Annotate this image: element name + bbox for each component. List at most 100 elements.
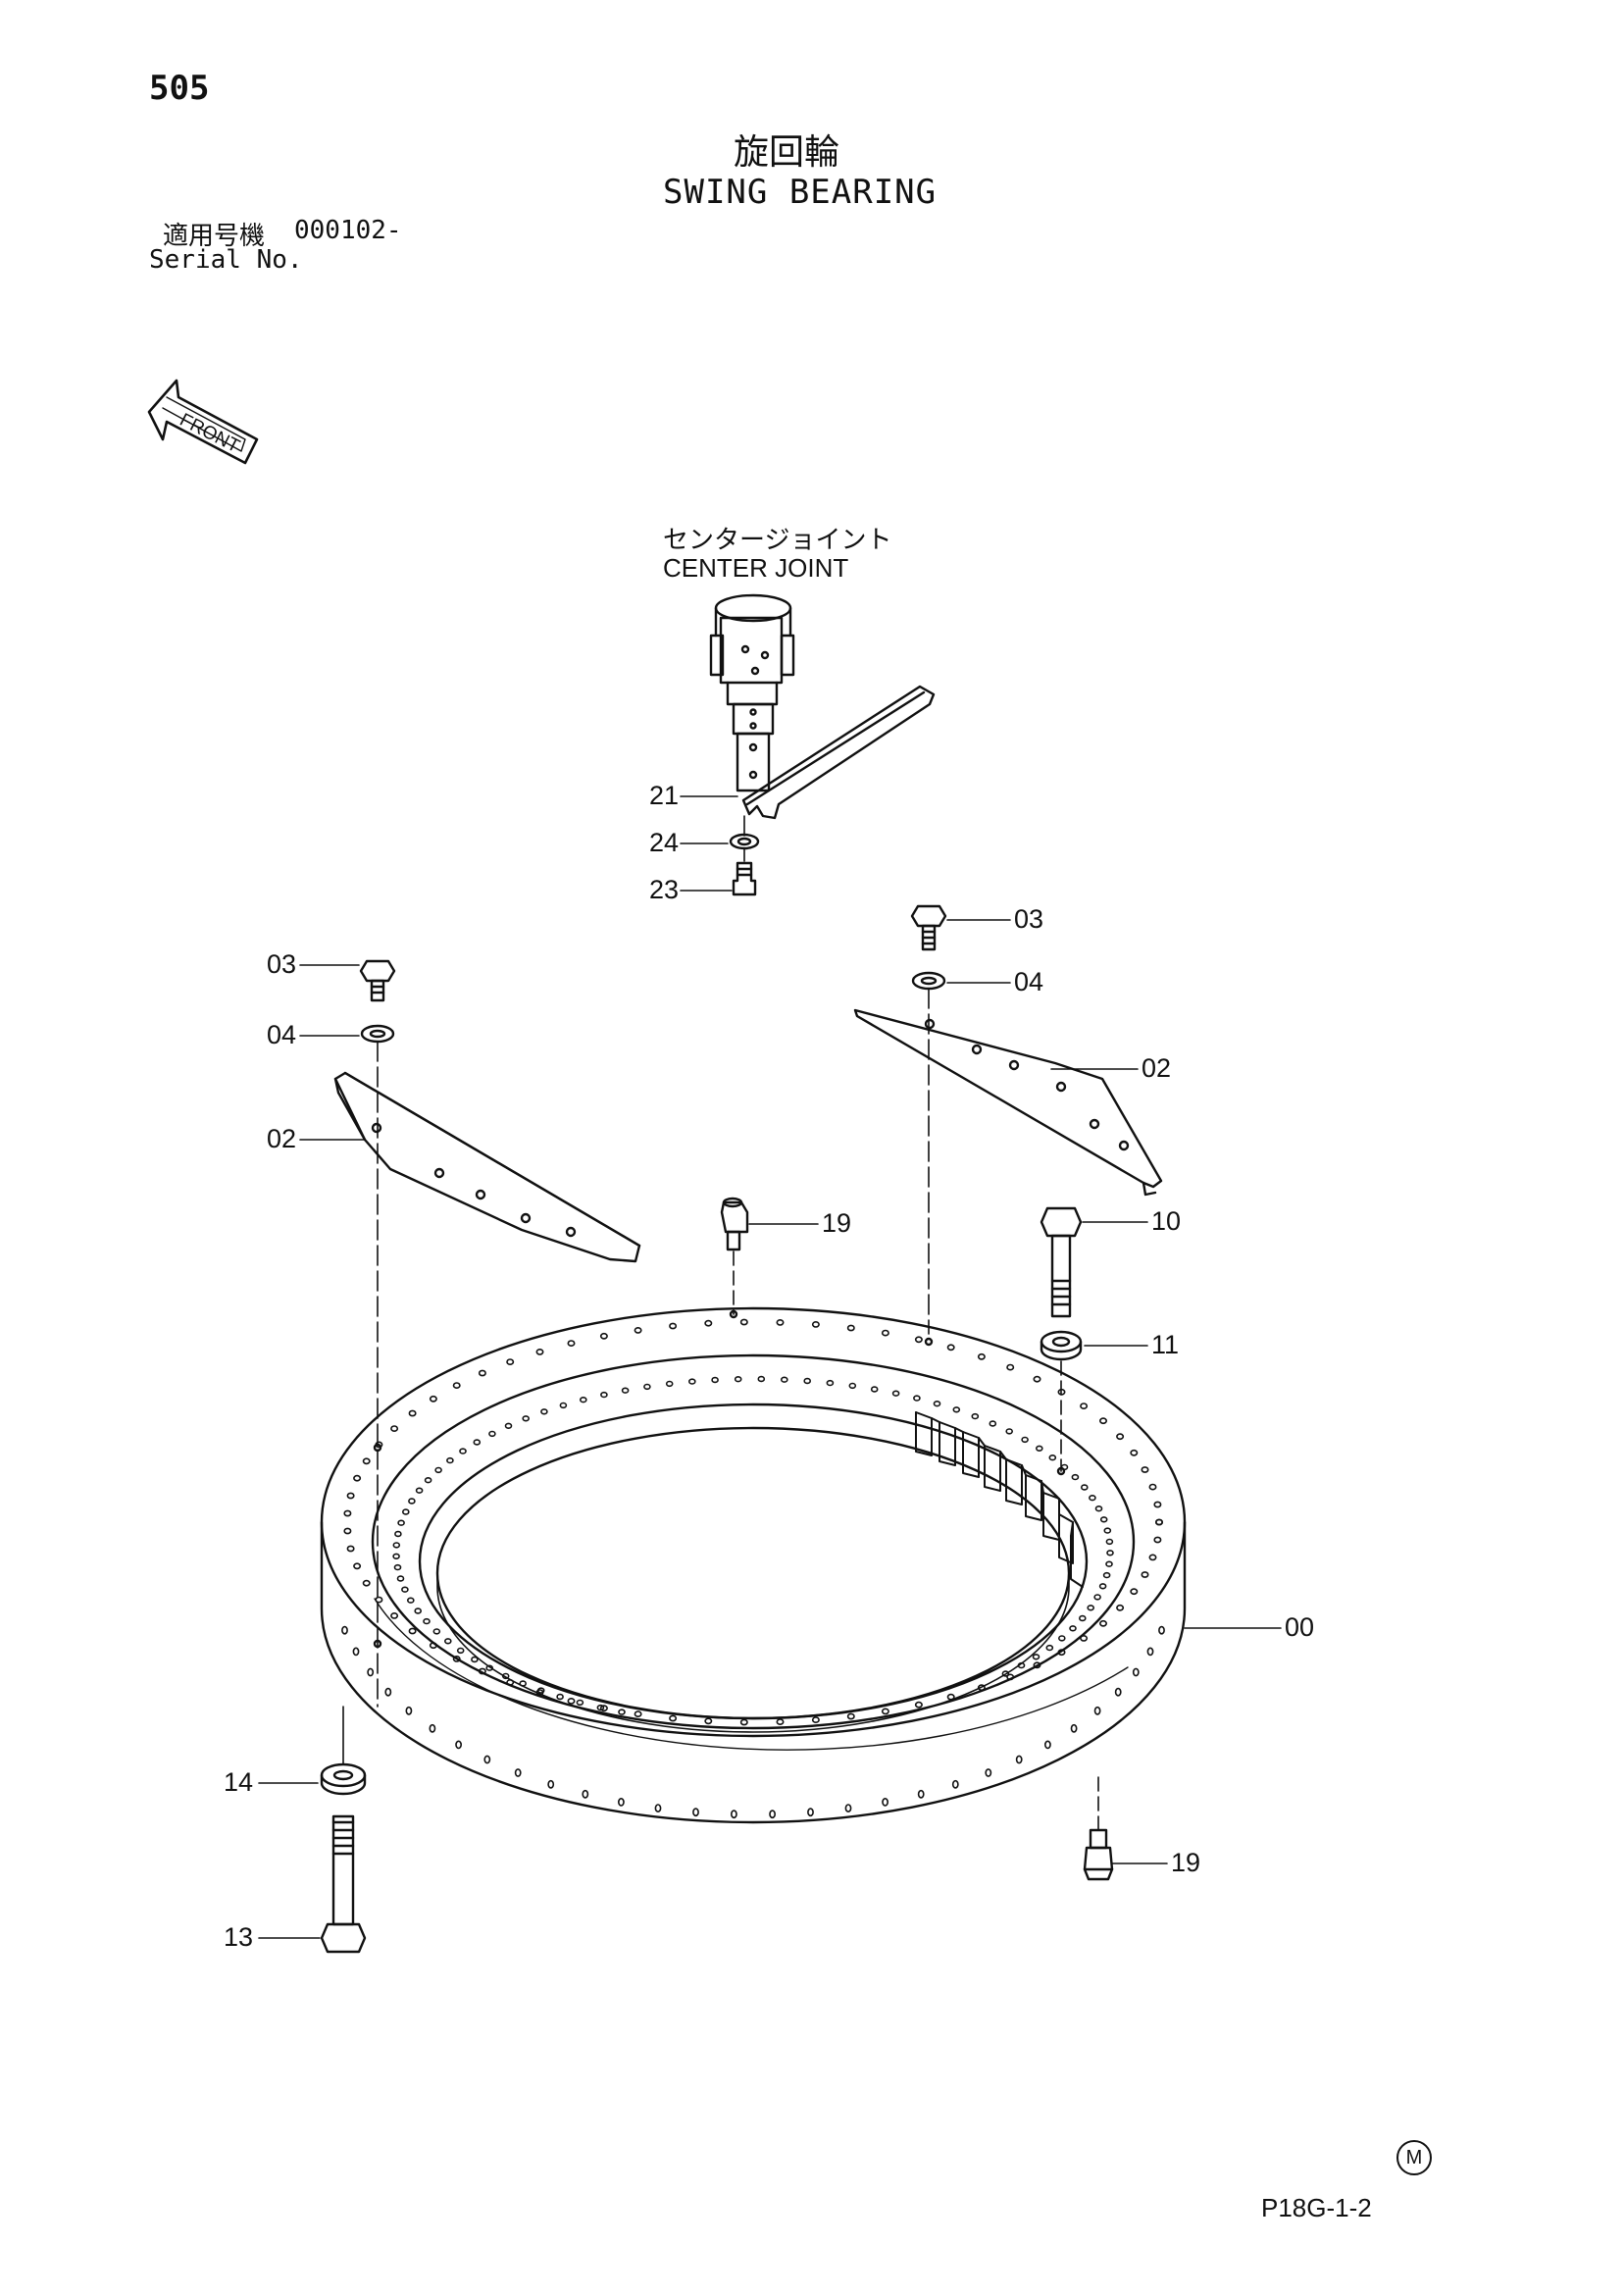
outer-hole	[390, 1425, 399, 1432]
outer-hole	[704, 1717, 713, 1725]
mounting-plate-02-right-part	[853, 1008, 1163, 1197]
inner-hole	[485, 1664, 494, 1671]
inner-hole	[456, 1647, 465, 1655]
front-arrow-label: FRONT	[177, 410, 243, 458]
inner-hole	[473, 1439, 482, 1446]
inner-hole	[406, 1597, 415, 1604]
outer-hole	[452, 1382, 461, 1389]
inner-hole	[1001, 1670, 1010, 1677]
outer-hole	[634, 1327, 642, 1334]
inner-hole	[397, 1519, 405, 1526]
outer-hole	[846, 1712, 855, 1720]
outer-hole	[506, 1679, 515, 1686]
callout-02-left: 02	[267, 1124, 297, 1153]
side-hole	[951, 1779, 959, 1789]
outer-hole	[704, 1319, 713, 1327]
inner-hole	[1017, 1661, 1026, 1669]
inner-hole	[1081, 1484, 1089, 1491]
inner-hole	[1089, 1494, 1096, 1502]
inner-hole	[415, 1487, 424, 1494]
bolt-23-part	[732, 861, 757, 896]
grease-fitting-19-top-part	[720, 1197, 749, 1251]
side-hole	[1132, 1667, 1140, 1677]
outer-hole	[739, 1718, 748, 1726]
callout-03-left: 03	[267, 949, 297, 979]
outer-hole	[1080, 1403, 1089, 1409]
callout-23: 23	[649, 875, 680, 904]
outer-hole	[846, 1324, 855, 1332]
inner-hole	[459, 1448, 467, 1454]
outer-hole	[478, 1667, 486, 1675]
center-joint-icon	[709, 593, 795, 792]
inner-hole	[408, 1498, 416, 1505]
inner-hole	[392, 1542, 401, 1549]
side-hole	[1146, 1647, 1154, 1657]
callout-03-right: 03	[1014, 904, 1044, 934]
side-hole	[1070, 1723, 1078, 1733]
inner-hole	[424, 1476, 432, 1484]
inner-hole	[780, 1376, 788, 1383]
inner-hole	[504, 1422, 513, 1430]
mounting-plate-02-left-part	[333, 1071, 641, 1263]
washer-04-left-part	[360, 1024, 395, 1044]
outer-hole	[390, 1612, 399, 1619]
inner-hole	[711, 1376, 719, 1384]
outer-hole	[1116, 1433, 1125, 1441]
front-arrow-icon: FRONT	[147, 379, 259, 465]
inner-hole	[443, 1638, 452, 1645]
inner-hole	[1021, 1436, 1029, 1444]
callout-14: 14	[224, 1767, 254, 1797]
side-holes	[341, 1625, 1165, 1819]
outer-hole	[599, 1705, 608, 1712]
outer-hole	[353, 1562, 362, 1570]
outer-hole	[1099, 1619, 1108, 1627]
inner-bolt-holes	[392, 1375, 1114, 1715]
inner-hole	[559, 1402, 568, 1409]
inner-hole	[1060, 1463, 1069, 1471]
inner-hole	[1058, 1635, 1066, 1642]
side-hole	[769, 1810, 776, 1819]
inner-hole	[848, 1382, 857, 1390]
inner-hole	[1105, 1538, 1114, 1546]
outer-hole	[429, 1395, 437, 1403]
side-hole	[917, 1789, 925, 1799]
outer-hole	[506, 1358, 515, 1365]
inner-hole	[1045, 1644, 1054, 1652]
side-hole	[844, 1804, 852, 1812]
inner-hole	[1094, 1505, 1103, 1512]
outer-bolt-holes	[343, 1318, 1164, 1726]
inner-hole	[1005, 1428, 1013, 1435]
outer-hole	[346, 1492, 355, 1500]
outer-hole	[776, 1319, 785, 1326]
inner-hole	[952, 1406, 961, 1413]
inner-hole	[423, 1617, 431, 1625]
outer-hole	[914, 1336, 923, 1344]
inner-hole	[596, 1704, 605, 1711]
inner-hole	[446, 1456, 454, 1464]
inner-hole	[1032, 1654, 1040, 1660]
outer-hole	[375, 1596, 383, 1604]
outer-hole	[375, 1441, 383, 1449]
inner-hole	[540, 1408, 548, 1415]
side-hole	[1015, 1755, 1023, 1764]
side-hole	[352, 1647, 360, 1657]
inner-hole	[394, 1530, 402, 1538]
callout-00: 00	[1285, 1612, 1315, 1642]
title-english: SWING BEARING	[663, 173, 938, 212]
bolt-10-part	[1040, 1206, 1083, 1318]
side-hole	[483, 1755, 491, 1764]
serial-label-japanese: 適用号機	[163, 222, 266, 251]
inner-hole	[989, 1420, 997, 1427]
side-hole	[455, 1740, 462, 1750]
inner-hole	[1071, 1473, 1080, 1481]
outer-hole	[1155, 1518, 1164, 1526]
outer-hole	[362, 1579, 371, 1587]
inner-hole	[1069, 1625, 1077, 1632]
inner-hole	[757, 1375, 766, 1383]
outer-hole	[669, 1322, 678, 1330]
inner-hole	[665, 1380, 674, 1388]
outer-hole	[478, 1369, 486, 1377]
outer-hole	[1148, 1554, 1157, 1561]
outer-hole	[1141, 1571, 1149, 1578]
inner-hole	[971, 1412, 980, 1420]
